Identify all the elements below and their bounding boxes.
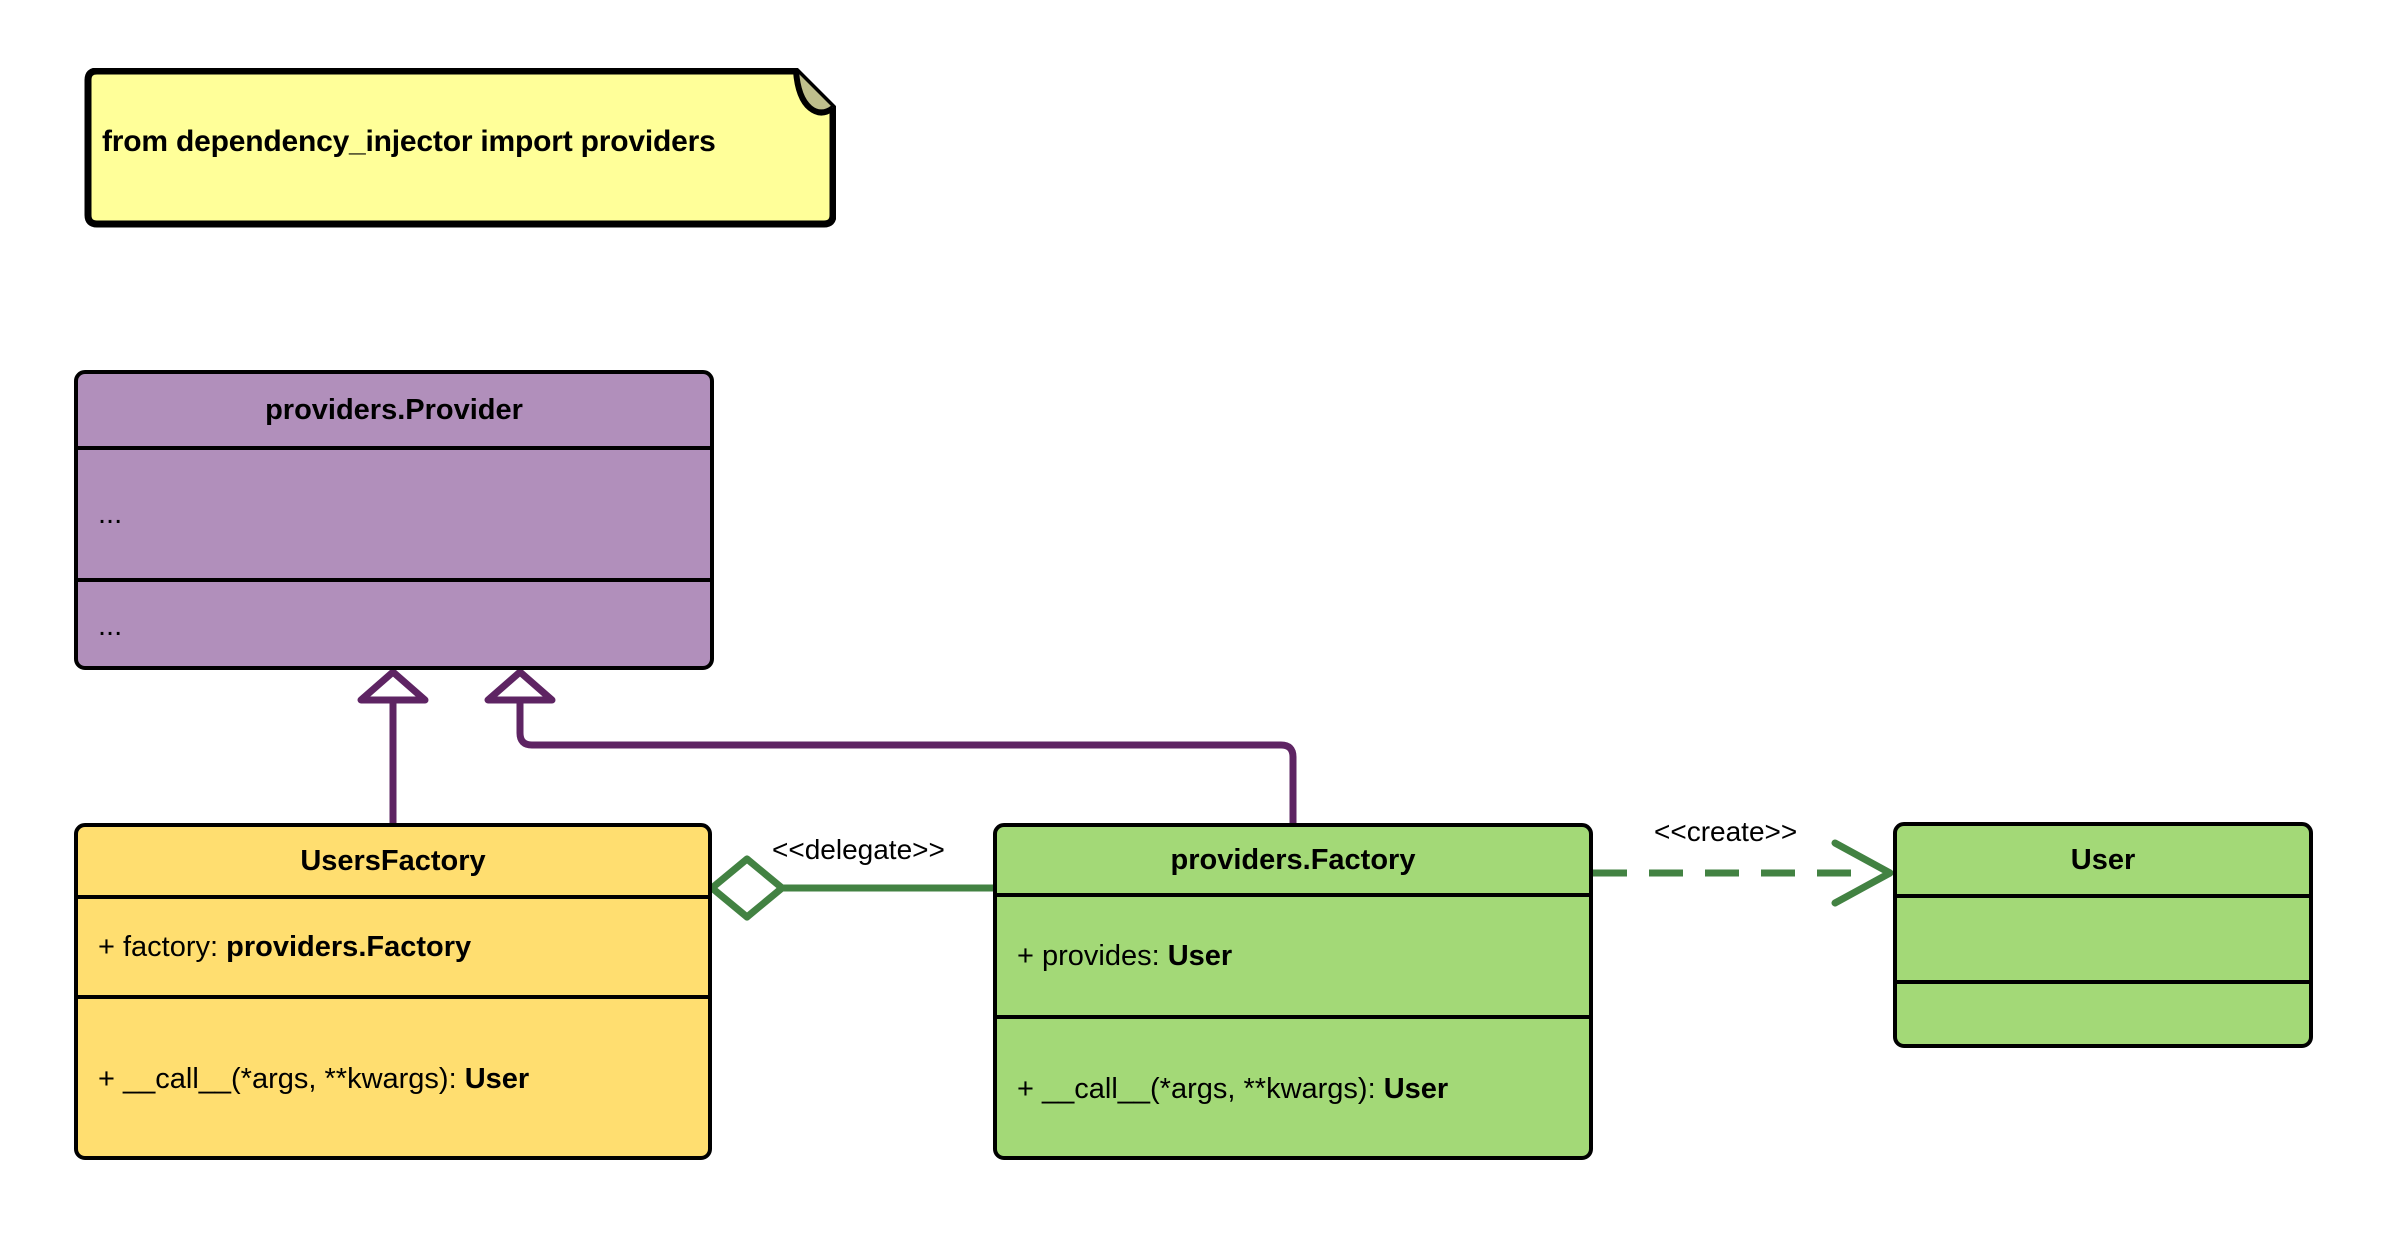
generalization-factory-to-provider[interactable]	[484, 668, 1297, 827]
attribute-visibility: +	[1017, 939, 1034, 972]
class-attributes-user	[1897, 894, 2309, 980]
attribute-type: providers.Factory	[226, 930, 472, 963]
class-title-user: User	[2070, 843, 2136, 876]
class-title-providers-factory: providers.Factory	[1170, 843, 1416, 876]
generalization-usersfactory-to-provider[interactable]	[357, 668, 429, 823]
attribute-label: factory:	[123, 930, 219, 963]
attribute-type: User	[1167, 939, 1233, 972]
attribute-visibility: +	[98, 930, 115, 963]
class-operations-providers-provider: ...	[78, 578, 710, 666]
dependency-create[interactable]	[1593, 839, 1894, 907]
note-import: from dependency_injector import provider…	[74, 68, 836, 228]
operation-label: __call__(*args, **kwargs):	[1042, 1073, 1376, 1105]
class-title-providers-provider: providers.Provider	[265, 393, 523, 426]
aggregation-delegate[interactable]	[708, 855, 993, 921]
edge-label-create: <<create>>	[1654, 816, 1798, 847]
operation-type: User	[464, 1063, 530, 1095]
operation-visibility: +	[1017, 1073, 1034, 1105]
class-title-usersfactory: UsersFactory	[300, 844, 486, 877]
note-folded-corner-icon	[84, 68, 836, 228]
class-box-user[interactable]: User	[1893, 822, 2313, 1048]
class-attribute-row: + factory: providers.Factory	[78, 895, 708, 995]
class-attributes-providers-provider: ...	[78, 446, 710, 578]
class-box-providers-provider[interactable]: providers.Provider ... ...	[74, 370, 714, 670]
note-text: from dependency_injector import provider…	[102, 125, 716, 158]
edge-label-delegate: <<delegate>>	[772, 834, 945, 865]
operation-type: User	[1383, 1073, 1449, 1105]
operation-label: __call__(*args, **kwargs):	[123, 1063, 457, 1095]
operation-visibility: +	[98, 1063, 115, 1095]
class-attribute-row: + provides: User	[997, 893, 1589, 1015]
class-box-usersfactory[interactable]: UsersFactory + factory: providers.Factor…	[74, 823, 712, 1160]
attribute-label: provides:	[1042, 939, 1160, 972]
class-operation-row: + __call__(*args, **kwargs): User	[78, 995, 708, 1156]
class-operation-row: + __call__(*args, **kwargs): User	[997, 1015, 1589, 1156]
class-operations-user	[1897, 980, 2309, 1044]
class-box-providers-factory[interactable]: providers.Factory + provides: User + __c…	[993, 823, 1593, 1160]
